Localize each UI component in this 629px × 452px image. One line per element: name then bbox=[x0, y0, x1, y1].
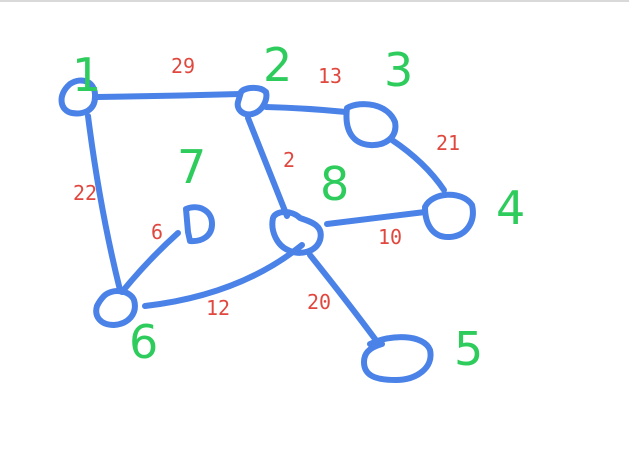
edge-7-6 bbox=[119, 230, 181, 295]
edge-1-6 bbox=[85, 113, 123, 293]
edge-weight-7-6: 6 bbox=[151, 220, 163, 244]
node-label-1: 1 bbox=[72, 48, 101, 102]
edge-8-4 bbox=[324, 209, 428, 227]
node-3-circle bbox=[343, 101, 399, 149]
node-4-circle bbox=[422, 191, 476, 241]
edge-8-5 bbox=[307, 252, 381, 346]
edge-2-3 bbox=[263, 104, 349, 115]
node-label-2: 2 bbox=[263, 38, 292, 92]
edge-weight-8-5: 20 bbox=[307, 290, 331, 314]
edge-weight-1-2: 29 bbox=[171, 54, 195, 78]
edge-1-2 bbox=[95, 91, 243, 100]
edges-layer bbox=[85, 91, 447, 346]
node-6-circle bbox=[93, 288, 138, 328]
node-8-circle bbox=[269, 209, 324, 256]
node-label-6: 6 bbox=[129, 315, 158, 369]
node-7-circle bbox=[183, 204, 215, 245]
edge-weight-2-8: 2 bbox=[283, 148, 295, 172]
edge-weight-8-4: 10 bbox=[378, 225, 402, 249]
edge-6-8 bbox=[142, 242, 305, 309]
nodes-layer bbox=[58, 77, 476, 383]
edge-weight-6-8: 12 bbox=[206, 296, 230, 320]
top-rule bbox=[0, 0, 629, 2]
node-label-5: 5 bbox=[454, 322, 483, 376]
edge-weight-3-4: 21 bbox=[436, 131, 460, 155]
edge-weight-2-3: 13 bbox=[318, 64, 342, 88]
node-label-4: 4 bbox=[496, 181, 525, 235]
node-labels: 1 2 3 4 5 6 7 8 bbox=[72, 38, 525, 376]
node-label-3: 3 bbox=[384, 43, 413, 97]
edge-labels: 29 13 21 2 22 6 10 12 20 bbox=[73, 54, 460, 320]
node-1-circle bbox=[58, 77, 98, 117]
node-5-circle bbox=[361, 334, 434, 383]
edge-weight-1-6: 22 bbox=[73, 181, 97, 205]
edge-2-8 bbox=[245, 115, 290, 219]
node-2-circle bbox=[234, 84, 270, 118]
edge-3-4 bbox=[389, 137, 447, 193]
node-label-8: 8 bbox=[320, 157, 349, 211]
node-label-7: 7 bbox=[177, 140, 206, 194]
